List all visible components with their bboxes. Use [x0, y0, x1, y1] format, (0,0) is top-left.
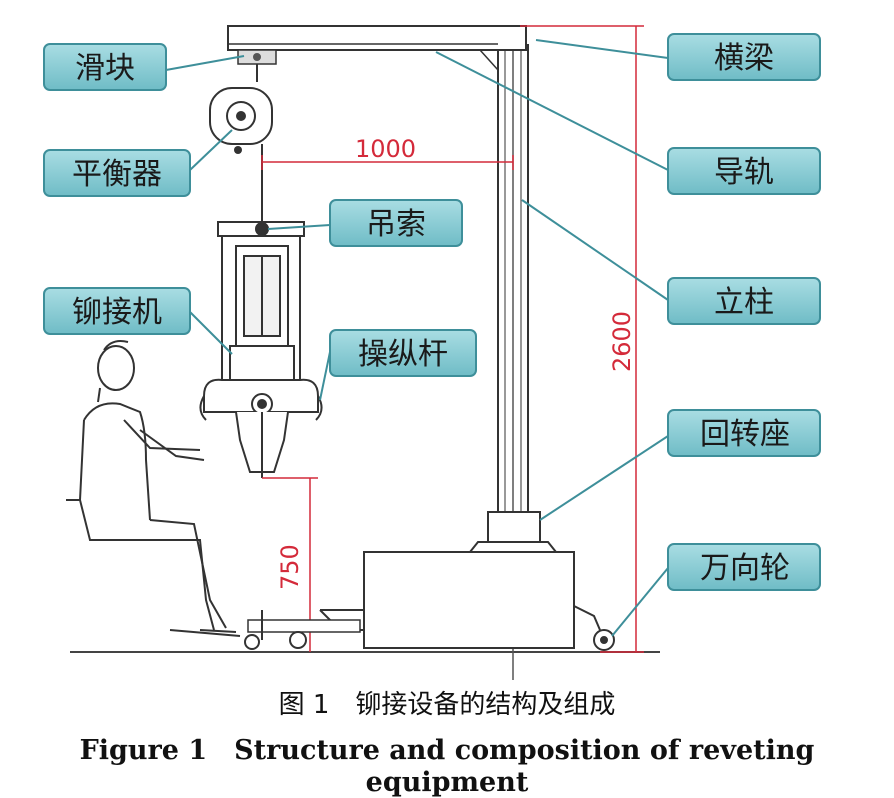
svg-text:万向轮: 万向轮: [700, 551, 790, 586]
dimension-1000: [261, 155, 514, 170]
label-caster: 万向轮: [667, 543, 821, 591]
svg-text:铆接机: 铆接机: [72, 295, 162, 330]
label-beam: 横梁: [667, 33, 821, 81]
svg-text:立柱: 立柱: [714, 285, 774, 320]
slewing-base: [467, 511, 559, 553]
caption-chinese: 图 1 铆接设备的结构及组成: [278, 690, 616, 720]
label-guide-rail: 导轨: [667, 147, 821, 195]
leader-lines: [165, 39, 669, 637]
dimension-2600-label: 2600: [608, 311, 636, 372]
svg-text:横梁: 横梁: [714, 41, 774, 76]
label-column: 立柱: [667, 277, 821, 325]
svg-text:滑块: 滑块: [75, 51, 135, 86]
caption-english: Figure 1 Structure and composition of re…: [79, 735, 815, 798]
dimension-2600: [520, 25, 644, 653]
svg-text:平衡器: 平衡器: [72, 157, 162, 192]
riveting-machine: [199, 221, 323, 478]
dimension-1000-label: 1000: [355, 135, 416, 163]
svg-text:回转座: 回转座: [700, 417, 790, 452]
dimension-750-label: 750: [276, 544, 304, 590]
label-joystick: 操纵杆: [329, 329, 477, 377]
label-slewing-base: 回转座: [667, 409, 821, 457]
base-block: [363, 551, 575, 649]
balancer: [209, 64, 273, 222]
svg-text:吊索: 吊索: [366, 207, 426, 242]
label-balancer: 平衡器: [43, 149, 191, 197]
beam: [227, 25, 527, 51]
label-riveter: 铆接机: [43, 287, 191, 335]
label-sling: 吊索: [329, 199, 463, 247]
label-slider: 滑块: [43, 43, 167, 91]
operator-figure: [66, 340, 241, 637]
caster-wheel: [244, 605, 615, 651]
svg-text:操纵杆: 操纵杆: [358, 337, 448, 372]
svg-text:导轨: 导轨: [714, 155, 774, 190]
